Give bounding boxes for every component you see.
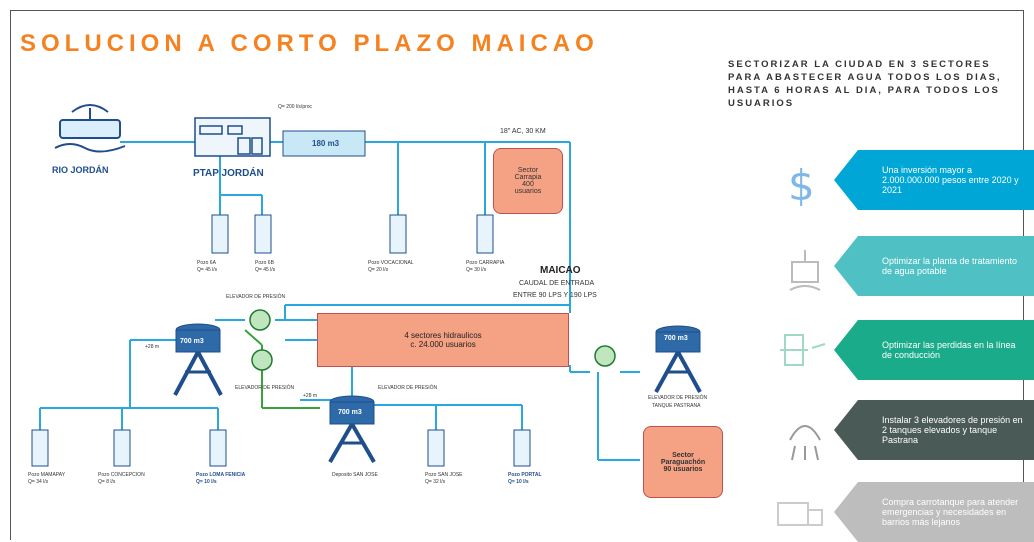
card-elevators-text: Instalar 3 elevadores de presión en 2 ta… xyxy=(882,415,1023,445)
card-elevators: Instalar 3 elevadores de presión en 2 ta… xyxy=(834,400,1034,460)
card-truck: Compra carrotanque para atender emergenc… xyxy=(834,482,1034,542)
well-q: Q= 34 l/s xyxy=(28,479,49,485)
elevator-label: ELEVADOR DE PRESIÓN xyxy=(235,385,295,391)
dollar-icon xyxy=(780,160,830,210)
sector-carrapia: Sector Carrapia 400 usuarios xyxy=(493,148,563,214)
flow-label: Q= 200 l/s/proc xyxy=(278,104,313,110)
sector-pq-l2: Paraguachón xyxy=(660,458,706,466)
plant-icon xyxy=(780,245,830,295)
elevator-label: ELEVADOR DE PRESIÓN xyxy=(648,395,708,401)
elevator-label: ELEVADOR DE PRESIÓN xyxy=(378,385,438,391)
well-q: Q= 30 l/s xyxy=(466,267,487,273)
river-label: RIO JORDÁN xyxy=(52,165,109,175)
well-q: Q= 32 l/s xyxy=(425,479,446,485)
hydraulic-sectors-box: 4 sectores hidraulicos c. 24.000 usuario… xyxy=(317,313,569,367)
sector-carrapia-l2: Carrapia xyxy=(514,174,542,181)
card-losses: Optimizar las perdidas en la línea de co… xyxy=(834,320,1034,380)
headline: SECTORIZAR LA CIUDAD EN 3 SECTORES PARA … xyxy=(728,59,1002,109)
caudal-label-1: CAUDAL DE ENTRADA xyxy=(519,280,595,287)
card-investment: Una inversión mayor a 2.000.000.000 peso… xyxy=(834,150,1034,210)
truck-icon xyxy=(780,488,830,538)
pastrana-label: TANQUE PASTRANA xyxy=(652,403,701,409)
page-title: SOLUCION A CORTO PLAZO MAICAO xyxy=(20,30,599,57)
sector-carrapia-l1: Sector xyxy=(517,167,539,174)
caudal-label-2: ENTRE 90 LPS Y 190 LPS xyxy=(513,292,597,299)
well-q: Q= 10 l/s xyxy=(196,479,217,485)
well-name: Pozo MAMAPAY xyxy=(28,472,66,478)
well-name: Pozo 6B xyxy=(255,260,274,266)
well-name: Pozo 6A xyxy=(197,260,216,266)
shower-icon xyxy=(780,410,830,460)
hydrant-icon xyxy=(780,328,830,378)
tank-main-label: 180 m3 xyxy=(312,139,340,148)
hydro-line-1: 4 sectores hidraulicos xyxy=(404,331,482,340)
height-label: +28 m xyxy=(303,393,318,399)
well-name: Pozo CONCEPCION xyxy=(98,472,145,478)
sector-pq-l1: Sector xyxy=(672,451,694,459)
sector-pq-l3: 90 usuarios xyxy=(663,465,703,473)
well-name: Pozo SAN JOSE xyxy=(425,472,463,478)
tank-left-label: 700 m3 xyxy=(180,338,204,345)
card-truck-text: Compra carrotanque para atender emergenc… xyxy=(882,497,1019,527)
well-q: Q= 8 l/s xyxy=(98,479,116,485)
elevator-label: ELEVADOR DE PRESIÓN xyxy=(226,294,286,300)
card-losses-text: Optimizar las perdidas en la línea de co… xyxy=(882,340,1016,360)
well-q: Q= 10 l/s xyxy=(508,479,529,485)
well-q: Q= 20 l/s xyxy=(368,267,389,273)
card-plant: Optimizar la planta de tratamiento de ag… xyxy=(834,236,1034,296)
well-q: Q= 45 l/s xyxy=(255,267,276,273)
tank-right-label: 700 m3 xyxy=(664,335,688,342)
maicao-label: MAICAO xyxy=(540,265,581,276)
hydro-line-2: c. 24.000 usuarios xyxy=(410,340,476,349)
well-name: Pozo LOMA FENICIA xyxy=(196,472,246,478)
well-name: Pozo VOCACIONAL xyxy=(368,260,414,266)
svg-text:$: $ xyxy=(788,161,815,210)
card-plant-text: Optimizar la planta de tratamiento de ag… xyxy=(882,256,1018,276)
deposito-label: Deposito SAN JOSE xyxy=(332,472,378,478)
sector-carrapia-l4: usuarios xyxy=(514,188,542,195)
card-investment-text: Una inversión mayor a 2.000.000.000 peso… xyxy=(882,165,1019,195)
well-name: Pozo PORTAL xyxy=(508,472,542,478)
well-name: Pozo CARRAPIA xyxy=(466,260,505,266)
sector-carrapia-l3: 400 xyxy=(522,181,534,188)
pipe-label: 18" AC, 30 KM xyxy=(500,128,546,135)
river-icon xyxy=(54,104,126,153)
height-label: +28 m xyxy=(145,344,160,350)
sector-paraguachon: Sector Paraguachón 90 usuarios xyxy=(643,426,723,498)
treatment-plant-icon xyxy=(194,117,271,157)
well-q: Q= 45 l/s xyxy=(197,267,218,273)
ptap-label: PTAP JORDÁN xyxy=(193,168,264,179)
tank-mid-label: 700 m3 xyxy=(338,409,362,416)
